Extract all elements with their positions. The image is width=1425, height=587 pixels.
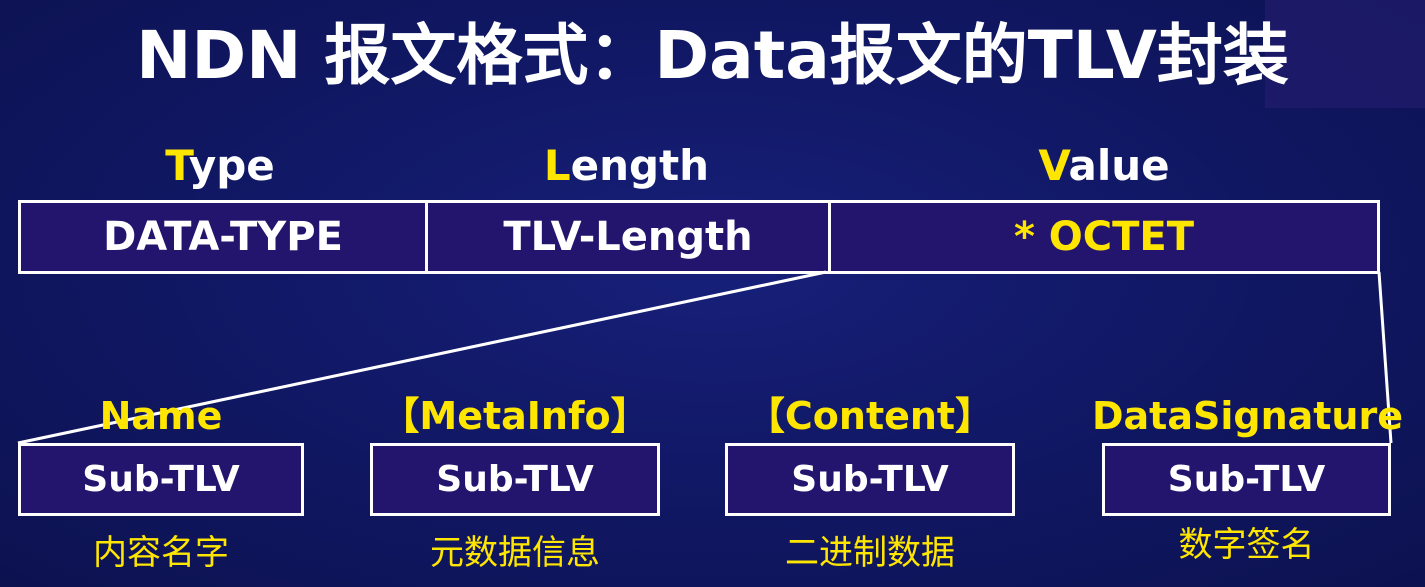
header-value: Value [828,140,1380,192]
header-type-rest: ype [188,141,275,190]
sub-label-content: 【Content】 [746,394,994,438]
header-value-initial: V [1038,141,1069,190]
sub-tlv-box-content: Sub-TLV [725,443,1015,516]
tlv-cell-value: * OCTET [828,203,1377,271]
caption-metainfo: 元数据信息 [430,533,600,573]
header-value-rest: alue [1068,141,1170,190]
sub-tlv-box-datasignature: Sub-TLV [1102,443,1391,516]
header-type-initial: T [165,141,189,190]
sub-tlv-box-metainfo: Sub-TLV [370,443,660,516]
connector-left [17,270,827,445]
title-corner-shade [1265,0,1425,108]
sub-label-datasignature: DataSignature [1091,394,1403,438]
header-length-initial: L [543,141,571,190]
caption-name: 内容名字 [93,533,229,573]
tlv-cell-type: DATA-TYPE [21,203,425,271]
tlv-cell-length: TLV-Length [425,203,828,271]
header-length: Length [425,140,828,192]
page-title: NDN 报文格式：Data报文的TLV封装 [136,17,1289,94]
tlv-row: DATA-TYPE TLV-Length * OCTET [18,200,1380,274]
header-type: Type [18,140,422,192]
caption-content: 二进制数据 [785,533,955,573]
sub-label-name: Name [99,394,223,438]
connector-right [1377,271,1393,444]
header-length-rest: ength [570,141,710,190]
caption-datasignature: 数字签名 [1178,525,1315,565]
sub-tlv-box-name: Sub-TLV [18,443,304,516]
sub-label-metainfo: 【MetaInfo】 [381,394,649,438]
